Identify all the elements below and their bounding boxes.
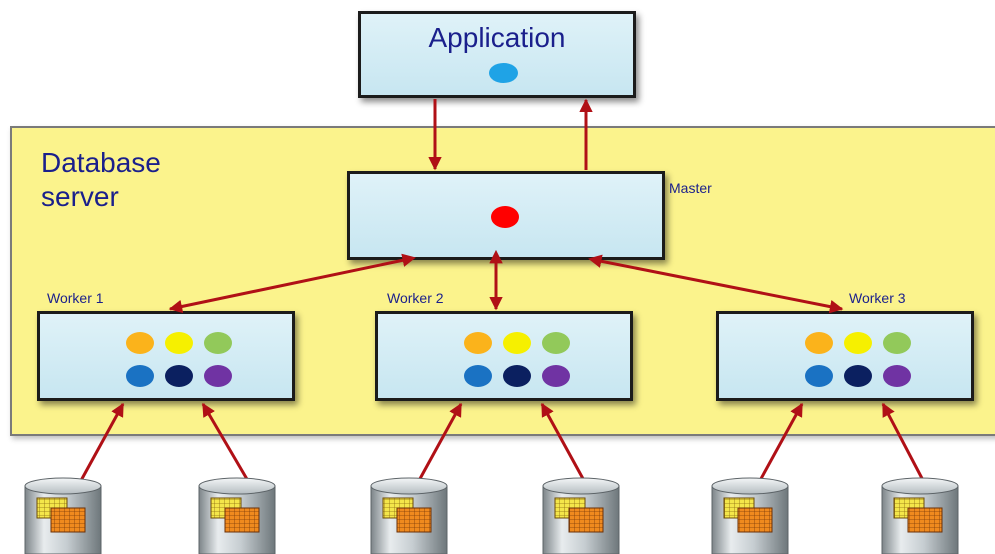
application-title: Application — [428, 22, 566, 53]
database-cylinder-icon — [370, 477, 448, 554]
database-cylinder-icon — [198, 477, 276, 554]
arrow-master-worker-3 — [588, 254, 844, 314]
worker-1-dot-yellow — [165, 332, 193, 354]
worker-3-dot-yellow — [844, 332, 872, 354]
database-cylinder-icon — [542, 477, 620, 554]
worker-3-node[interactable] — [716, 311, 974, 401]
worker-1-dot-blue — [126, 365, 154, 387]
worker-1-dot-green — [204, 332, 232, 354]
worker-3-dot-green — [883, 332, 911, 354]
database-cylinder-icon — [881, 477, 959, 554]
arrow-db-6-to-worker — [881, 402, 928, 487]
application-dot — [489, 63, 518, 83]
worker-2-dot-navy — [503, 365, 531, 387]
arrow-db-4-to-worker — [540, 402, 589, 487]
arrow-db-2-to-worker — [201, 402, 253, 487]
worker-2-dot-orange — [464, 332, 492, 354]
arrow-db-1-to-worker — [76, 402, 125, 487]
application-node[interactable]: Application — [358, 11, 636, 98]
database-cylinder-icon — [711, 477, 789, 554]
arrow-db-5-to-worker — [755, 402, 804, 487]
worker-1-dot-navy — [165, 365, 193, 387]
worker-3-dot-navy — [844, 365, 872, 387]
worker-1-node[interactable] — [37, 311, 295, 401]
worker-2-dot-purple — [542, 365, 570, 387]
worker-1-dot-orange — [126, 332, 154, 354]
worker-2-node[interactable] — [375, 311, 633, 401]
worker-3-dot-purple — [883, 365, 911, 387]
arrow-db-3-to-worker — [414, 402, 463, 487]
worker-3-label: Worker 3 — [849, 290, 906, 306]
worker-3-dot-orange — [805, 332, 833, 354]
database-cylinder-icon — [24, 477, 102, 554]
database-server-label: Database server — [41, 147, 161, 212]
worker-1-dot-purple — [204, 365, 232, 387]
arrow-master-worker-1 — [168, 253, 416, 314]
master-label: Master — [669, 180, 712, 196]
worker-3-dot-blue — [805, 365, 833, 387]
worker-2-dot-green — [542, 332, 570, 354]
worker-2-dot-blue — [464, 365, 492, 387]
worker-1-label: Worker 1 — [47, 290, 104, 306]
master-dot — [491, 206, 519, 228]
worker-2-dot-yellow — [503, 332, 531, 354]
master-node[interactable] — [347, 171, 665, 260]
